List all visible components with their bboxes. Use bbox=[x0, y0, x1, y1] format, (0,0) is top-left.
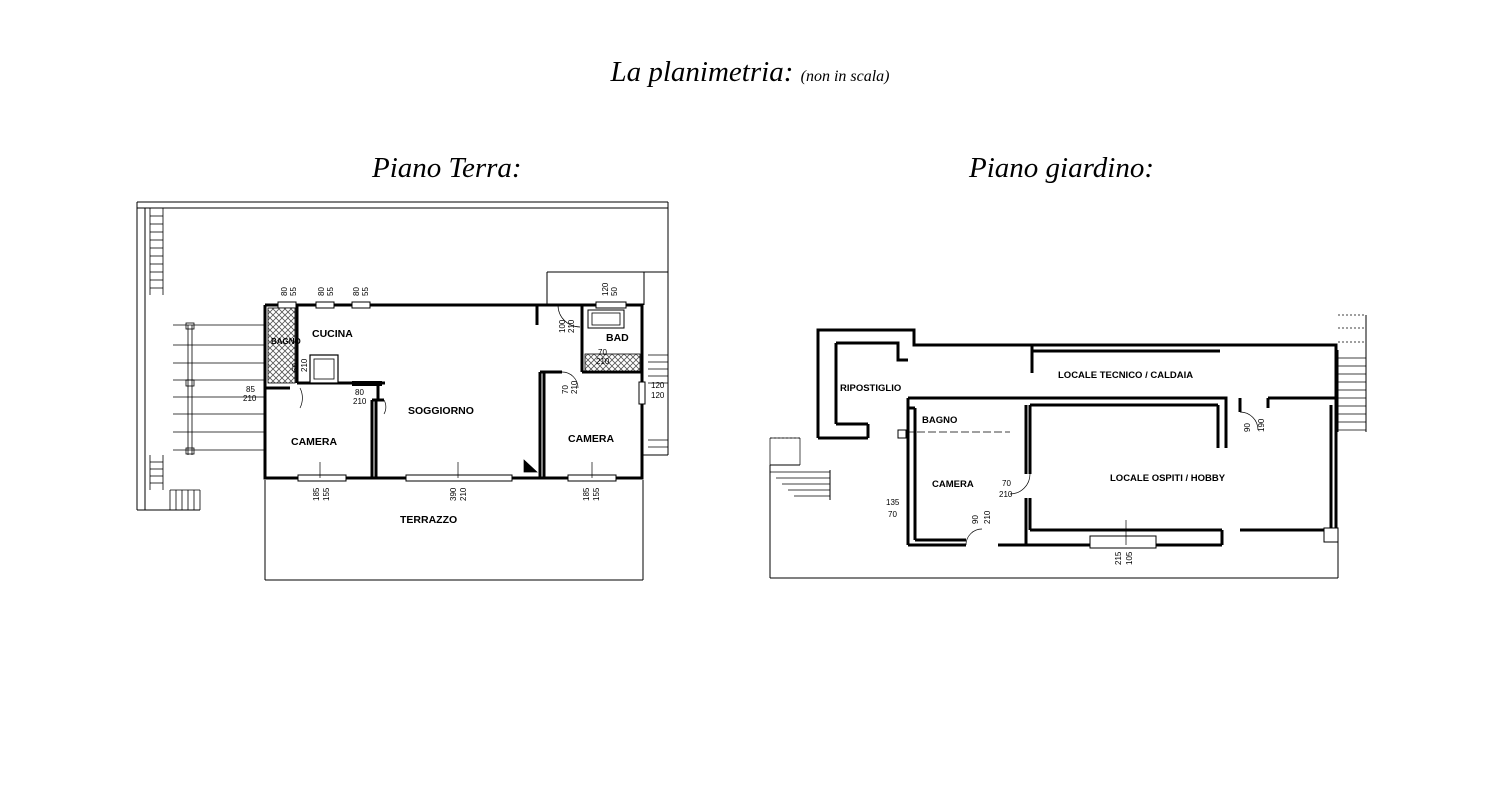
dim-d-left-b: 210 bbox=[243, 394, 257, 403]
page-title-text: La planimetria: bbox=[610, 56, 794, 88]
dim-g-d5-a: 215 bbox=[1114, 551, 1123, 565]
dim-d-bad-a: 100 bbox=[558, 319, 567, 333]
dim-g-d1-a: 90 bbox=[1243, 423, 1252, 432]
dim-d-left-a: 85 bbox=[246, 385, 255, 394]
dim-g-d5-b: 105 bbox=[1125, 551, 1134, 565]
dim-w4a: 120 bbox=[601, 282, 610, 296]
dim-g-d2-b: 210 bbox=[999, 490, 1013, 499]
room-label-ripostiglio: RIPOSTIGLIO bbox=[840, 383, 901, 394]
dim-w4b: 50 bbox=[610, 287, 619, 296]
ground-right-stairs bbox=[648, 354, 668, 448]
ground-bad-tub-inner bbox=[591, 312, 621, 326]
dim-g-d4-b: 210 bbox=[983, 510, 992, 524]
garden-stairs bbox=[769, 314, 1366, 497]
page-title: La planimetria: (non in scala) bbox=[0, 56, 1500, 89]
dim-g-d3-b: 70 bbox=[888, 510, 897, 519]
garden-windows bbox=[897, 429, 1339, 549]
room-label-camera-left: CAMERA bbox=[291, 436, 337, 448]
ground-kitchen-sink bbox=[313, 358, 335, 380]
dim-win-m-b: 210 bbox=[459, 487, 468, 501]
dim-w2b: 55 bbox=[326, 287, 335, 296]
dim-w1b: 55 bbox=[289, 287, 298, 296]
ground-bagno-tiles bbox=[267, 307, 296, 384]
dim-g-d1-b: 190 bbox=[1257, 418, 1266, 432]
room-label-camera: CAMERA bbox=[932, 479, 974, 490]
dim-w3a: 80 bbox=[352, 287, 361, 296]
dim-d-mid-a: 80 bbox=[355, 388, 364, 397]
dim-win-r-a: 185 bbox=[582, 487, 591, 501]
garden-floor-plan bbox=[769, 314, 1367, 579]
ground-kitchen-counter bbox=[309, 354, 339, 384]
dim-w2a: 80 bbox=[317, 287, 326, 296]
dim-d-cam-r-b: 210 bbox=[570, 380, 579, 394]
room-label-bad: BAD bbox=[606, 332, 629, 344]
dim-g-d3-a: 135 bbox=[886, 498, 900, 507]
dim-d-mid-b: 210 bbox=[353, 397, 367, 406]
room-label-cucina: CUCINA bbox=[312, 328, 353, 340]
room-label-terrazzo: TERRAZZO bbox=[400, 514, 457, 526]
ground-bad-tub bbox=[587, 309, 625, 329]
garden-dimensions: 90 190 70 210 135 70 90 210 215 105 bbox=[886, 418, 1266, 565]
dim-win-m-a: 390 bbox=[449, 487, 458, 501]
room-label-soggiorno: SOGGIORNO bbox=[408, 405, 474, 417]
ground-pergola bbox=[173, 322, 265, 455]
garden-door-swings bbox=[906, 411, 1259, 546]
dim-d-bad2-b: 210 bbox=[596, 357, 610, 366]
room-label-camera-right: CAMERA bbox=[568, 433, 614, 445]
dim-w1a: 80 bbox=[280, 287, 289, 296]
dim-win-l-b: 155 bbox=[322, 487, 331, 501]
dim-right-a: 120 bbox=[651, 381, 665, 390]
page-title-note: (non in scala) bbox=[800, 68, 890, 85]
room-label-bagno: BAGNO bbox=[922, 415, 957, 426]
ground-fireplace bbox=[352, 381, 382, 386]
dim-w3b: 55 bbox=[361, 287, 370, 296]
dim-g-d4-a: 90 bbox=[971, 515, 980, 524]
ground-room-labels: CUCINA BAGNO SOGGIORNO CAMERA CAMERA BAD… bbox=[271, 328, 629, 526]
ground-bad-tiles bbox=[584, 353, 641, 372]
ground-outer-lines bbox=[136, 201, 669, 581]
room-label-locale-ospiti: LOCALE OSPITI / HOBBY bbox=[1110, 473, 1226, 484]
ground-dimensions: 80 55 80 55 80 55 120 50 100 210 70 210 … bbox=[243, 282, 665, 501]
garden-room-labels: RIPOSTIGLIO LOCALE TECNICO / CALDAIA BAG… bbox=[840, 370, 1226, 490]
dim-win-r-b: 155 bbox=[592, 487, 601, 501]
dim-right-b: 120 bbox=[651, 391, 665, 400]
ground-left-stairs bbox=[149, 208, 201, 510]
ground-walls bbox=[263, 303, 644, 480]
dim-d-bagno-b: 210 bbox=[300, 358, 309, 372]
dim-d-bad-b: 210 bbox=[567, 319, 576, 333]
dim-g-d2-a: 70 bbox=[1002, 479, 1011, 488]
dim-d-bagno-a: 60 bbox=[291, 363, 300, 372]
room-label-locale-tecnico: LOCALE TECNICO / CALDAIA bbox=[1058, 370, 1193, 381]
garden-floor-heading: Piano giardino: bbox=[969, 152, 1155, 184]
dim-win-l-a: 185 bbox=[312, 487, 321, 501]
room-label-bagno: BAGNO bbox=[271, 337, 301, 346]
dim-d-bad2-a: 70 bbox=[598, 348, 607, 357]
ground-floor-heading: Piano Terra: bbox=[372, 152, 522, 184]
ground-floor-plan bbox=[136, 201, 669, 581]
garden-outer-lines bbox=[769, 315, 1367, 579]
ground-door-swings bbox=[299, 304, 581, 473]
dim-d-cam-r-a: 70 bbox=[561, 385, 570, 394]
